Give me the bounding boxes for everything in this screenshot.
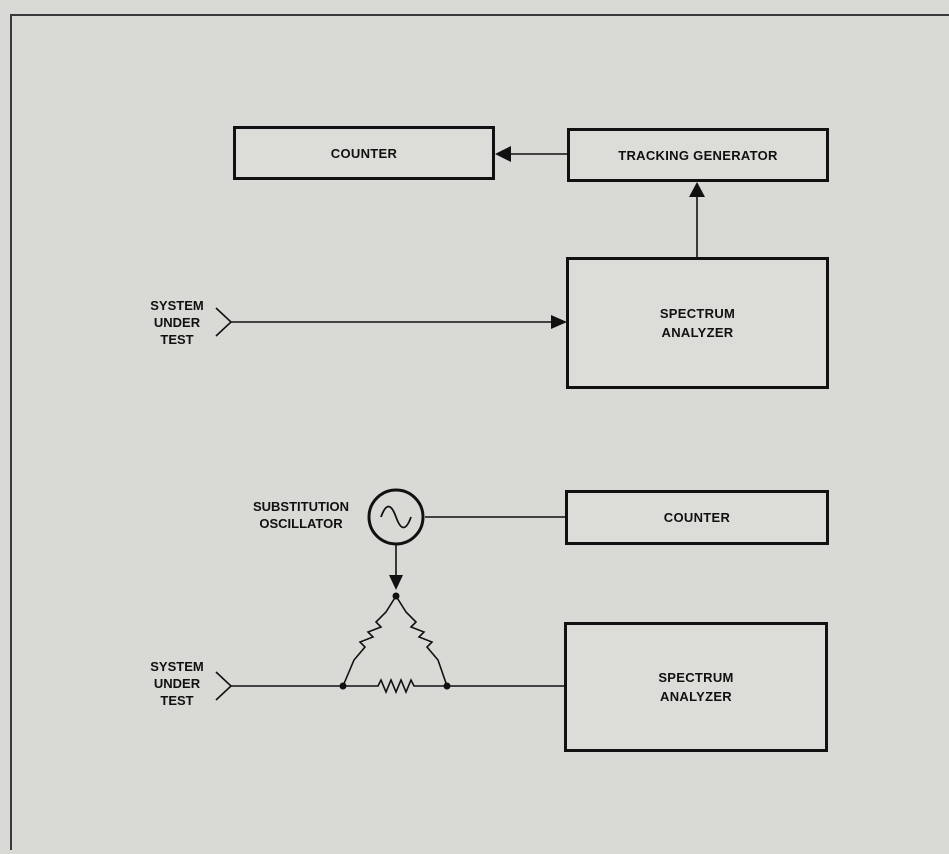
counter-box-top: COUNTER: [233, 126, 495, 180]
resistor-left: [342, 595, 397, 687]
bridge-node-right: [443, 682, 451, 690]
bridge-node-left: [339, 682, 347, 690]
counter-label-top: COUNTER: [330, 145, 398, 161]
system-under-test-label-bottom: SYSTEM UNDER TEST: [150, 659, 204, 708]
figure-frame: [10, 14, 949, 850]
counter-box-bottom: COUNTER: [565, 490, 829, 545]
spectrum-analyzer-box-bottom: SPECTRUM ANALYZER: [564, 622, 828, 752]
resistor-bottom: [343, 677, 447, 695]
oscillator-circle: [367, 488, 425, 546]
system-under-test-label-top: SYSTEM UNDER TEST: [150, 298, 204, 347]
arrow-to-analyzer-top: [551, 315, 567, 329]
tracking-generator-label: TRACKING GENERATOR: [618, 147, 778, 163]
arrow-to-bridge: [389, 575, 403, 590]
tracking-generator-box: TRACKING GENERATOR: [567, 128, 829, 182]
counter-label-bottom: COUNTER: [663, 510, 731, 525]
input-connector-top: [215, 307, 233, 337]
resistor-right: [395, 595, 448, 687]
arrow-to-tracking-generator: [689, 182, 705, 197]
oscillator-sine-icon: [380, 505, 412, 529]
input-connector-bottom: [215, 671, 233, 701]
spectrum-analyzer-label-bottom: SPECTRUM ANALYZER: [658, 670, 734, 704]
spectrum-analyzer-label-top: SPECTRUM ANALYZER: [659, 306, 736, 340]
substitution-oscillator-label: SUBSTITUTION OSCILLATOR: [252, 499, 350, 531]
bridge-node-top: [392, 592, 400, 600]
spectrum-analyzer-box-top: SPECTRUM ANALYZER: [566, 257, 829, 389]
arrow-to-counter-top: [495, 146, 511, 162]
